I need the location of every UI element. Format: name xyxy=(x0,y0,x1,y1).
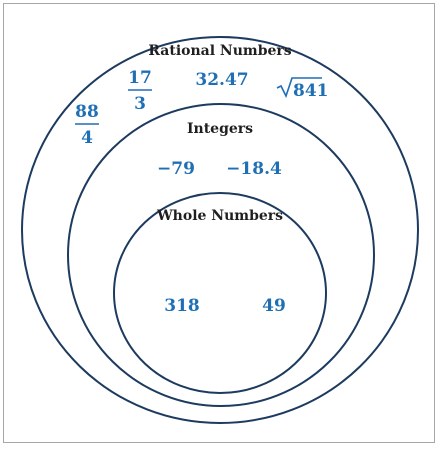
fraction-denominator: 4 xyxy=(81,128,93,148)
radical-sign xyxy=(276,77,322,99)
integers-circle xyxy=(67,103,375,407)
whole-numbers-circle xyxy=(113,192,327,394)
fraction-17-over-3: 17 3 xyxy=(128,68,152,114)
integer-negative-79: −79 xyxy=(157,159,195,179)
rational-numbers-label: Rational Numbers xyxy=(148,43,291,59)
whole-number-318: 318 xyxy=(164,296,200,316)
fraction-numerator: 88 xyxy=(75,102,99,122)
decimal-number: 32.47 xyxy=(195,70,248,90)
whole-numbers-label: Whole Numbers xyxy=(156,208,283,224)
fraction-denominator: 3 xyxy=(134,94,146,114)
radicand: 841 xyxy=(293,81,329,101)
square-root-841: 841 xyxy=(276,77,329,101)
integers-label: Integers xyxy=(187,121,253,137)
whole-number-49: 49 xyxy=(262,296,286,316)
number-negative-18-4: −18.4 xyxy=(226,159,282,179)
fraction-88-over-4: 88 4 xyxy=(75,102,99,148)
rational-numbers-circle xyxy=(21,36,419,424)
diagram-frame xyxy=(3,3,435,443)
fraction-numerator: 17 xyxy=(128,68,152,88)
